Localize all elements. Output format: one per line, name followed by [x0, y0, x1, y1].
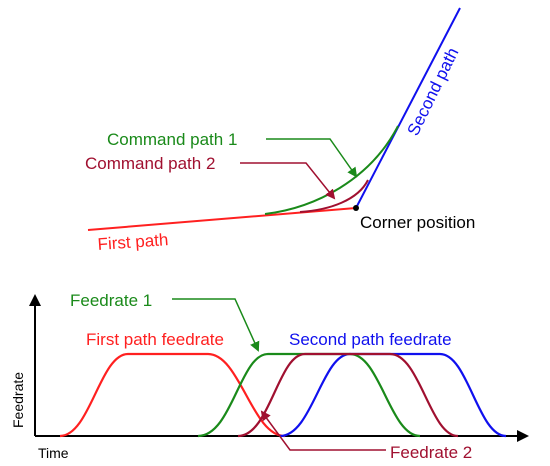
feedrate-1-leader	[172, 298, 260, 352]
corner-position-label: Corner position	[360, 213, 475, 232]
first-path-feedrate-label: First path feedrate	[86, 330, 224, 349]
feedrate-1-label: Feedrate 1	[70, 291, 152, 310]
first-path-feedrate-curve	[59, 352, 286, 438]
feedrate-1-curve	[197, 352, 421, 438]
first-path-line	[87, 207, 357, 231]
path-diagram: Second path Command path 1 Command path …	[85, 7, 475, 254]
x-axis-label: Time	[38, 445, 69, 461]
corner-point	[353, 205, 359, 211]
command-path-1-label: Command path 1	[107, 130, 237, 149]
command-path-1-curve	[264, 125, 399, 215]
command-path-1-leader	[266, 138, 358, 178]
command-path-2-label: Command path 2	[85, 154, 215, 173]
feedrate-chart: Feedrate 1 First path feedrate Second pa…	[10, 291, 529, 462]
feedrate-2-leader	[260, 410, 386, 451]
feedrate-2-label: Feedrate 2	[390, 443, 472, 462]
y-axis-label: Feedrate	[10, 372, 26, 428]
command-path-2-leader	[240, 162, 336, 200]
second-path-feedrate-label: Second path feedrate	[289, 330, 452, 349]
second-path-feedrate-curve	[279, 352, 507, 438]
first-path-label: First path	[97, 230, 169, 254]
second-path-line	[355, 7, 461, 209]
command-path-2-curve	[299, 179, 369, 213]
